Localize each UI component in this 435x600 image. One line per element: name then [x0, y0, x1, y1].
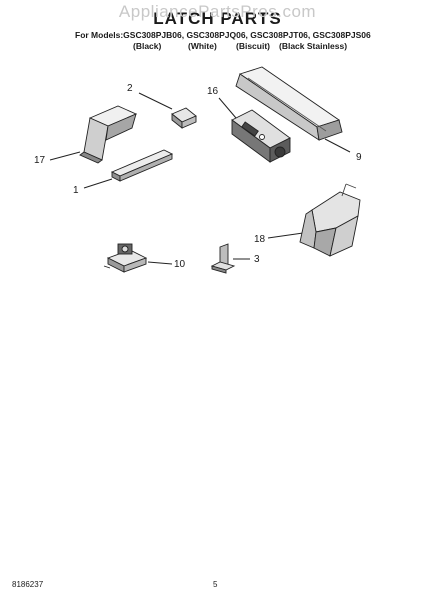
leader-2: [138, 92, 173, 110]
watermark: AppliancePartsPros.com: [118, 2, 317, 21]
part-2-block: [171, 107, 197, 129]
color-label-biscuit: (Biscuit): [236, 41, 270, 51]
leader-17: [49, 151, 81, 161]
callout-9: 9: [356, 152, 362, 163]
callout-16: 16: [207, 86, 219, 97]
page-number: 5: [213, 580, 218, 589]
part-1-strip: [110, 149, 174, 182]
callout-17: 17: [34, 155, 46, 166]
part-16-latch: [231, 109, 291, 163]
color-label-white: (White): [188, 41, 217, 51]
callout-1: 1: [73, 185, 79, 196]
callout-2: 2: [127, 83, 133, 94]
part-3-clip: [210, 243, 236, 274]
callout-10: 10: [174, 259, 186, 270]
page-title: LATCH PARTS: [153, 9, 282, 28]
leader-1: [83, 178, 113, 189]
callout-18: 18: [254, 234, 266, 245]
callout-3: 3: [254, 254, 260, 265]
part-10-switch: [103, 243, 148, 273]
part-18-shield: [299, 183, 361, 257]
models-line: For Models:GSC308PJB06, GSC308PJQ06, GSC…: [75, 30, 371, 40]
part-17-bracket: [79, 105, 138, 164]
color-label-black-stainless: (Black Stainless): [279, 41, 348, 51]
leader-10: [147, 261, 173, 265]
document-number: 8186237: [12, 580, 44, 589]
leader-16: [218, 97, 237, 119]
part-9-bracket: [235, 66, 343, 141]
leader-9: [324, 138, 351, 153]
color-label-black: (Black): [133, 41, 162, 51]
